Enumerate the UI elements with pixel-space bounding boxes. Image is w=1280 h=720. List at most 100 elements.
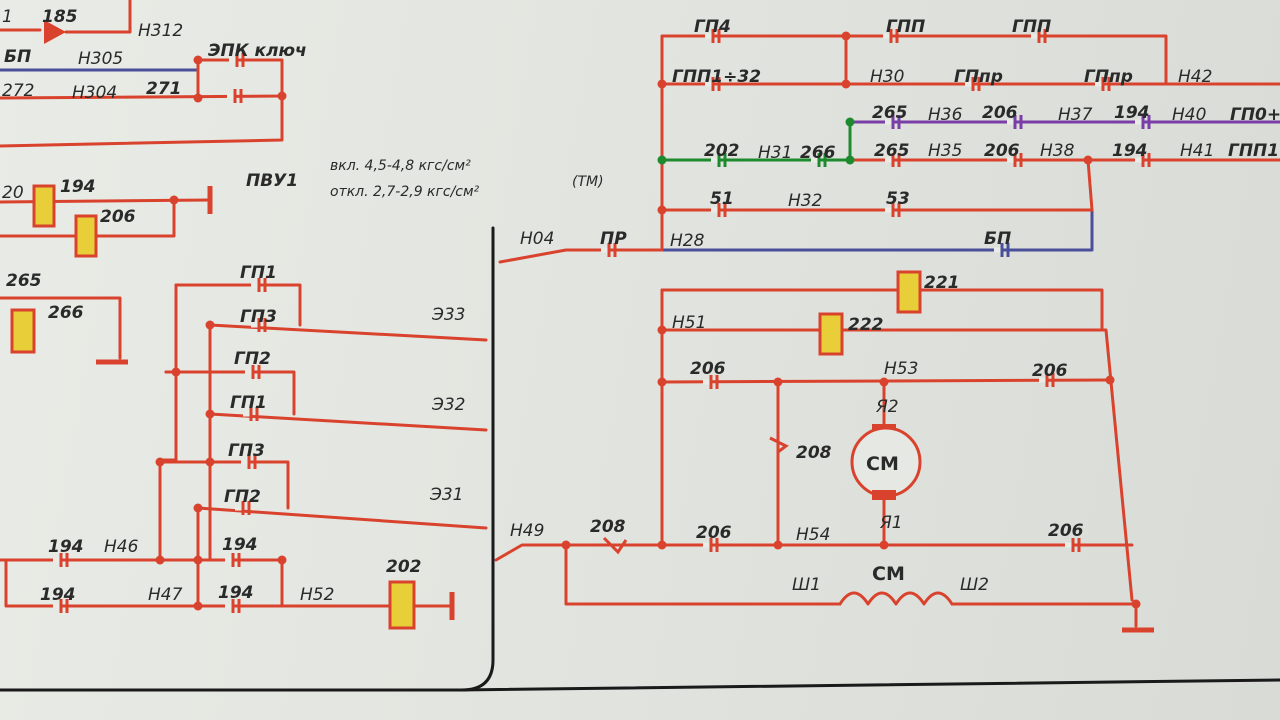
label-ya1: Я1 bbox=[879, 513, 903, 533]
wire-h28-bp bbox=[660, 208, 1094, 252]
junction-dot bbox=[1131, 599, 1141, 609]
label-208-b: 208 bbox=[590, 517, 626, 537]
label-epk-key: ЭПК ключ bbox=[208, 41, 307, 61]
label-gp1-top: ГП1 bbox=[240, 263, 277, 283]
wire-gp3-mid bbox=[158, 460, 290, 510]
wire-gp4-gpp bbox=[660, 34, 1168, 252]
label-194-red: 194 bbox=[1112, 141, 1148, 161]
ladder-rail-outer bbox=[158, 283, 178, 562]
relay-coil-194 bbox=[32, 184, 56, 228]
label-pvu1-off: откл. 2,7-2,9 кгс/см² bbox=[330, 184, 480, 200]
label-h35: Н35 bbox=[928, 141, 962, 161]
label-h42: Н42 bbox=[1178, 67, 1212, 87]
label-194-b: 194 bbox=[222, 535, 258, 555]
label-h53: Н53 bbox=[884, 359, 918, 379]
label-sh2: Ш2 bbox=[960, 575, 989, 595]
wiring bbox=[0, 0, 1280, 692]
label-206-d: 206 bbox=[690, 359, 726, 379]
junction-dot bbox=[155, 555, 165, 565]
field-winding-sm bbox=[838, 591, 954, 606]
junction-dot bbox=[657, 325, 667, 335]
wire-return-left bbox=[0, 94, 284, 148]
label-h312: Н312 bbox=[138, 21, 183, 41]
label-gpp-1: ГПП bbox=[886, 17, 925, 37]
contact-208-symbol bbox=[769, 436, 789, 454]
label-h51: Н51 bbox=[672, 313, 706, 333]
main-bus-horizontal bbox=[458, 678, 1280, 692]
junction-dot bbox=[277, 555, 287, 565]
label-gppr-1: ГПпр bbox=[954, 67, 1003, 87]
junction-dot bbox=[657, 205, 667, 215]
label-gp2-low: ГП2 bbox=[224, 487, 261, 507]
label-h305: Н305 bbox=[78, 49, 123, 69]
label-h36: Н36 bbox=[928, 105, 963, 125]
junction-dot bbox=[657, 79, 667, 89]
label-h31: Н31 bbox=[758, 143, 792, 163]
junction-dot bbox=[193, 55, 203, 65]
label-tm: (ТМ) bbox=[572, 174, 604, 190]
label-206-purple: 206 bbox=[982, 103, 1018, 123]
junction-dot bbox=[879, 377, 889, 387]
label-h38: Н38 bbox=[1040, 141, 1075, 161]
wire-sh2 bbox=[950, 602, 1138, 628]
wire-h47-h52 bbox=[4, 558, 392, 608]
label-h52: Н52 bbox=[300, 585, 334, 605]
junction-dot bbox=[657, 155, 667, 165]
label-53: 53 bbox=[886, 189, 910, 209]
label-h37: Н37 bbox=[1058, 105, 1093, 125]
wire-206-row bbox=[0, 198, 176, 238]
junction-dot bbox=[841, 79, 851, 89]
label-pr: ПР bbox=[600, 229, 627, 249]
label-gp0-plus: ГП0+ bbox=[1230, 105, 1280, 125]
label-194-left: 194 bbox=[60, 177, 96, 197]
relay-coil-202 bbox=[388, 580, 416, 630]
junction-dot bbox=[1105, 375, 1115, 385]
junction-dot bbox=[205, 320, 215, 330]
label-h28: Н28 bbox=[670, 231, 705, 251]
relay-coil-221 bbox=[896, 270, 922, 314]
label-222: 222 bbox=[848, 315, 884, 335]
label-194-a: 194 bbox=[48, 537, 84, 557]
label-206-e: 206 bbox=[1032, 361, 1068, 381]
junction-dot bbox=[193, 601, 203, 611]
label-gppr-2: ГПпр bbox=[1084, 67, 1133, 87]
diagram-labels: 1 185 Н312 БП Н305 ЭПК ключ 272 Н304 271… bbox=[2, 7, 1280, 605]
label-motor-armature: СМ bbox=[866, 453, 899, 475]
relay-coil-266 bbox=[10, 308, 36, 354]
junction-dot bbox=[193, 503, 203, 513]
label-194-d: 194 bbox=[218, 583, 254, 603]
label-pvu1: ПВУ1 bbox=[246, 171, 298, 191]
wire-gp2-top bbox=[164, 370, 296, 416]
diode-185 bbox=[44, 20, 66, 44]
junction-dot bbox=[657, 540, 667, 550]
label-h41: Н41 bbox=[1180, 141, 1214, 161]
label-1: 1 bbox=[2, 7, 13, 27]
contact-208b-symbol bbox=[602, 536, 628, 555]
junction-dot bbox=[205, 409, 215, 419]
wire-222-right bbox=[840, 328, 1134, 602]
label-206-g: 206 bbox=[1048, 521, 1084, 541]
label-202-green: 202 bbox=[704, 141, 740, 161]
wire-h38-down bbox=[1086, 158, 1094, 212]
label-h46: Н46 bbox=[104, 537, 139, 557]
motor-brush-bottom bbox=[872, 490, 896, 500]
label-h30: Н30 bbox=[870, 67, 904, 87]
label-206-red: 206 bbox=[984, 141, 1020, 161]
wire-h312 bbox=[64, 0, 132, 34]
label-h54: Н54 bbox=[796, 525, 830, 545]
wire-gp1-top bbox=[174, 283, 302, 327]
junction-dot bbox=[657, 377, 667, 387]
label-194-c: 194 bbox=[40, 585, 76, 605]
junction-dot bbox=[169, 195, 179, 205]
label-206-f: 206 bbox=[696, 523, 732, 543]
label-gpp1-32: ГПП1÷32 bbox=[672, 67, 761, 87]
label-272: 272 bbox=[2, 81, 34, 101]
label-265-purple: 265 bbox=[872, 103, 908, 123]
label-20: 20 bbox=[2, 183, 24, 203]
junction-dot bbox=[773, 377, 783, 387]
label-h32: Н32 bbox=[788, 191, 822, 211]
label-208-a: 208 bbox=[796, 443, 832, 463]
label-271: 271 bbox=[146, 79, 182, 99]
